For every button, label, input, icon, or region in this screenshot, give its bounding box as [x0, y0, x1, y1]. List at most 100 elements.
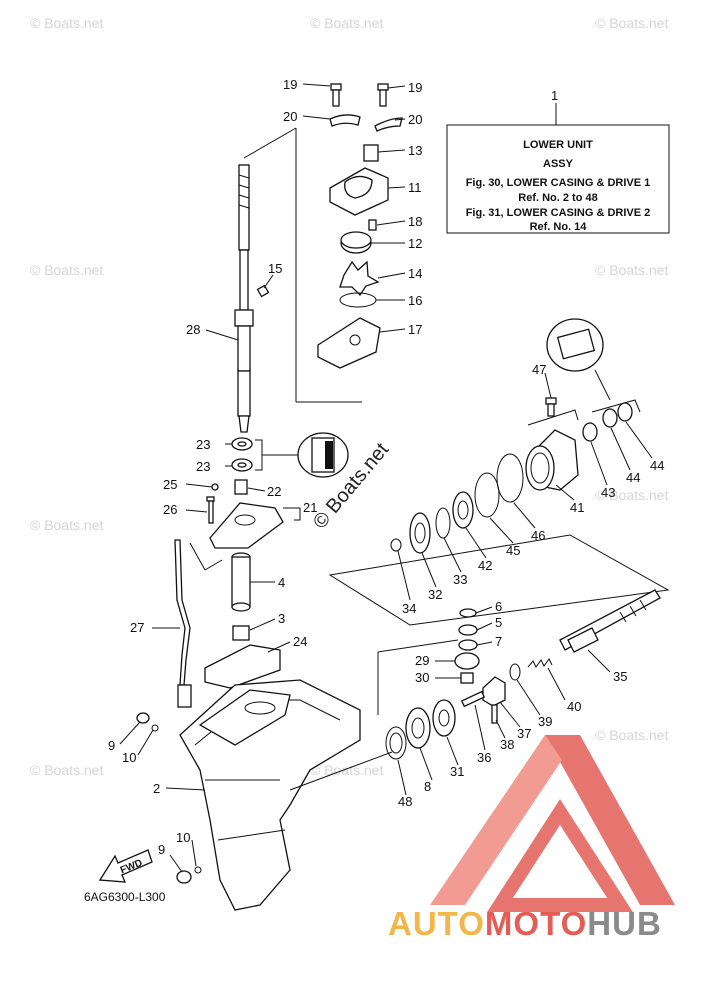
- svg-text:24: 24: [293, 634, 307, 649]
- svg-text:39: 39: [538, 714, 552, 729]
- svg-text:45: 45: [506, 543, 520, 558]
- svg-text:41: 41: [570, 500, 584, 515]
- svg-text:42: 42: [478, 558, 492, 573]
- shift-rod: [174, 539, 192, 708]
- svg-text:12: 12: [408, 236, 422, 251]
- watermarks: © Boats.net © Boats.net © Boats.net © Bo…: [30, 15, 668, 778]
- svg-text:Fig. 30, LOWER CASING & DRIVE: Fig. 30, LOWER CASING & DRIVE 1: [466, 177, 651, 189]
- svg-text:14: 14: [408, 266, 422, 281]
- svg-text:33: 33: [453, 572, 467, 587]
- svg-text:© Boats.net: © Boats.net: [30, 262, 103, 278]
- bolt-47: [545, 397, 557, 417]
- svg-text:6: 6: [495, 599, 502, 614]
- svg-text:© Boats.net: © Boats.net: [595, 727, 668, 743]
- sleeve-and-collar: [231, 552, 251, 641]
- svg-text:16: 16: [408, 293, 422, 308]
- svg-text:20: 20: [283, 109, 297, 124]
- svg-text:© Boats.net: © Boats.net: [30, 517, 103, 533]
- forward-arrow: FWD: [98, 849, 153, 883]
- svg-text:37: 37: [517, 726, 531, 741]
- bearing-grease-icon: [297, 432, 349, 478]
- svg-text:8: 8: [424, 779, 431, 794]
- svg-text:47: 47: [532, 362, 546, 377]
- svg-text:15: 15: [268, 261, 282, 276]
- svg-text:34: 34: [402, 601, 416, 616]
- svg-text:11: 11: [408, 180, 422, 195]
- svg-text:5: 5: [495, 615, 502, 630]
- svg-text:© Boats.net: © Boats.net: [595, 487, 668, 503]
- svg-text:10: 10: [122, 750, 136, 765]
- svg-text:38: 38: [500, 737, 514, 752]
- svg-text:© Boats.net: © Boats.net: [310, 762, 383, 778]
- svg-text:18: 18: [408, 214, 422, 229]
- svg-text:13: 13: [408, 143, 422, 158]
- automotohub-logo-mark: [430, 735, 675, 912]
- svg-text:43: 43: [601, 485, 615, 500]
- svg-text:Ref. No. 14: Ref. No. 14: [530, 221, 588, 233]
- svg-text:23: 23: [196, 437, 210, 452]
- svg-text:© Boats.net: © Boats.net: [30, 762, 103, 778]
- svg-text:44: 44: [626, 470, 640, 485]
- svg-text:10: 10: [176, 830, 190, 845]
- propeller-shaft: [559, 589, 661, 653]
- svg-text:44: 44: [650, 458, 664, 473]
- diagram-code: 6AG6300-L300: [84, 890, 166, 904]
- reverse-gear-31: [432, 699, 456, 737]
- svg-text:7: 7: [495, 634, 502, 649]
- oil-seal-housing: [206, 479, 301, 549]
- svg-text:© Boats.net: © Boats.net: [30, 15, 103, 31]
- svg-text:17: 17: [408, 322, 422, 337]
- pinion-stack: [454, 608, 480, 684]
- propeller-shaft-housing: [525, 402, 633, 491]
- spring-40: [527, 658, 553, 668]
- svg-text:40: 40: [567, 699, 581, 714]
- svg-text:Fig. 31, LOWER CASING & DRIVE: Fig. 31, LOWER CASING & DRIVE 2: [466, 207, 651, 219]
- svg-text:36: 36: [477, 750, 491, 765]
- svg-text:27: 27: [130, 620, 144, 635]
- drain-screws: [136, 712, 202, 884]
- pump-insert-and-impeller: [317, 231, 381, 369]
- pump-bolts: [329, 83, 403, 132]
- gear-grease-icon: [546, 318, 611, 401]
- automotohub-logo-text: AUTOMOTOHUB: [388, 905, 662, 942]
- svg-text:9: 9: [158, 842, 165, 857]
- svg-text:1: 1: [551, 88, 558, 103]
- svg-text:2: 2: [153, 781, 160, 796]
- svg-text:29: 29: [415, 653, 429, 668]
- svg-text:28: 28: [186, 322, 200, 337]
- svg-text:21: 21: [303, 500, 317, 515]
- svg-text:46: 46: [531, 528, 545, 543]
- svg-text:26: 26: [163, 502, 177, 517]
- svg-text:25: 25: [163, 477, 177, 492]
- svg-text:35: 35: [613, 669, 627, 684]
- svg-text:19: 19: [408, 80, 422, 95]
- leader-lines: [119, 83, 653, 873]
- clutch-and-pin: [460, 663, 521, 724]
- svg-text:30: 30: [415, 670, 429, 685]
- svg-text:4: 4: [278, 575, 285, 590]
- callout-numbers: 19 19 20 20 13 11 18 12 14 15 16 17 28 2…: [108, 77, 664, 857]
- svg-text:© Boats.net: © Boats.net: [595, 262, 668, 278]
- svg-text:22: 22: [267, 484, 281, 499]
- gear-32-33-34: [390, 507, 451, 554]
- bearing-8: [405, 707, 431, 749]
- svg-text:ASSY: ASSY: [543, 158, 574, 170]
- gasket-24: [204, 644, 281, 689]
- svg-text:3: 3: [278, 611, 285, 626]
- drive-shaft: [234, 164, 254, 433]
- svg-text:LOWER UNIT: LOWER UNIT: [523, 139, 593, 151]
- svg-text:32: 32: [428, 587, 442, 602]
- key-15: [256, 284, 270, 298]
- svg-text:9: 9: [108, 738, 115, 753]
- o-rings-45-46: [474, 453, 524, 518]
- svg-text:20: 20: [408, 112, 422, 127]
- svg-text:23: 23: [196, 459, 210, 474]
- shim-48: [385, 726, 407, 760]
- svg-text:19: 19: [283, 77, 297, 92]
- svg-text:© Boats.net: © Boats.net: [595, 15, 668, 31]
- svg-text:© Boats.net: © Boats.net: [310, 15, 383, 31]
- svg-text:31: 31: [450, 764, 464, 779]
- lower-casing: [179, 679, 361, 911]
